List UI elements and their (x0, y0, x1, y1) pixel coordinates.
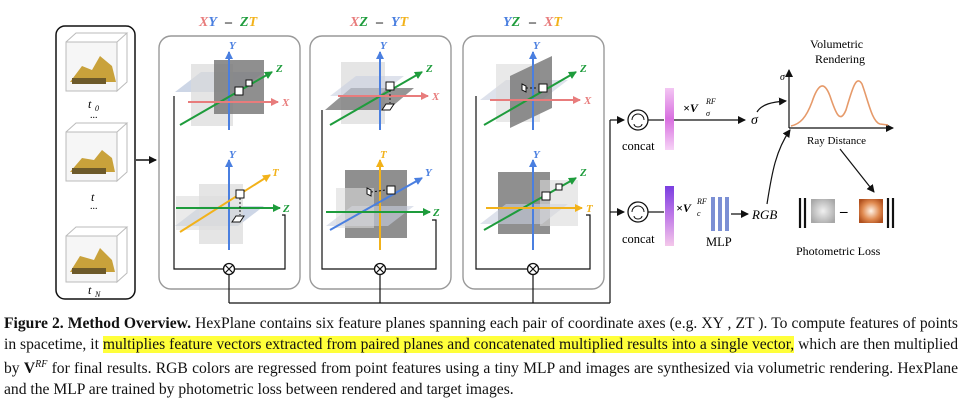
frame-label-tN: t (88, 283, 92, 297)
panel-xz-yt: XZ – YT (309, 15, 452, 303)
photometric-loss-label: Photometric Loss (796, 244, 881, 258)
rgb-output: RGB (751, 207, 777, 222)
p1-bot-t-label: T (272, 167, 280, 179)
loss-minus: – (839, 204, 848, 220)
p2-bot-y-label: Y (425, 167, 433, 179)
p2-top-x-label: X (431, 91, 440, 103)
sigma-feature-vector (665, 88, 674, 150)
p3-bot-y-label: Y (533, 149, 541, 161)
p1-bot-y-label: Y (229, 149, 237, 161)
p3-top-x-label: X (583, 95, 592, 107)
p3-top-z-label: Z (579, 63, 587, 75)
mlp-block (711, 197, 729, 231)
panel-3-title-minus: – (528, 15, 537, 30)
color-feature-vector (665, 186, 674, 246)
svg-text:ZT: ZT (239, 15, 259, 30)
caption-figure-label: Figure 2. (4, 315, 64, 332)
render-xlabel: Ray Distance (807, 135, 866, 147)
frame-dots-1: ... (90, 110, 98, 121)
volumetric-rendering-plot (785, 69, 894, 132)
concat-label-color: concat (622, 232, 655, 246)
concat-node-sigma (627, 109, 649, 131)
p2-top-z-label: Z (425, 63, 433, 75)
panel-xy-zt: XY – ZT (158, 15, 301, 303)
frame-label-t0: t (88, 97, 92, 111)
frame-dots-2: ... (90, 201, 98, 212)
times-v-c-sub: c (697, 209, 701, 218)
svg-text:XT: XT (543, 15, 563, 30)
times-v-sigma-sup: RF (705, 97, 716, 106)
frame-label-t: t (91, 190, 95, 204)
frame-t (65, 122, 129, 183)
p2-bot-z-label: Z (432, 207, 440, 219)
caption-title: Method Overview. (67, 315, 191, 332)
render-title-2: Rendering (815, 52, 865, 66)
p2-bot-t-label: T (380, 149, 388, 161)
panel-yz-xt: YZ – XT (462, 15, 605, 303)
svg-text:YT: YT (391, 15, 410, 30)
p1-bot-z-label: Z (282, 203, 290, 215)
frame-stack-box (55, 25, 136, 300)
p1-top-x-label: X (281, 97, 290, 109)
panel-1-title-minus: – (224, 15, 233, 30)
photometric-loss-block (798, 198, 895, 228)
frame-tN (65, 226, 129, 284)
caption-text-part1: HexPlane contains six feature planes spa… (4, 315, 958, 353)
caption-vrf: V (23, 360, 36, 378)
caption-text-part3: for final results. RGB colors are regres… (4, 360, 958, 398)
frame-label-t0-sub: 0 (95, 104, 99, 113)
times-v-c-sup: RF (696, 197, 707, 206)
panel-2-title-minus: – (375, 15, 384, 30)
concat-node-color (627, 201, 649, 223)
p3-top-y-label: Y (533, 40, 541, 52)
method-overview-figure: t 0 ... t ... t N XY – ZT (55, 15, 895, 304)
p1-top-z-label: Z (275, 63, 283, 75)
feature-bus (229, 116, 625, 304)
render-title-1: Volumetric (810, 37, 863, 51)
times-v-sigma: ×V (683, 101, 699, 115)
p3-bot-t-label: T (586, 203, 594, 215)
svg-text:XZ: XZ (349, 15, 368, 30)
mlp-label: MLP (706, 235, 732, 249)
figure-caption: Figure 2. Method Overview. HexPlane cont… (4, 314, 958, 400)
times-v-c: ×V (676, 201, 692, 215)
sigma-output: σ (751, 113, 759, 128)
render-ylabel: σ (780, 72, 786, 83)
svg-text:XY: XY (198, 15, 218, 30)
p3-bot-z-label: Z (579, 167, 587, 179)
frame-label-tN-sub: N (94, 290, 101, 299)
frame-t0 (65, 32, 129, 93)
concat-label-sigma: concat (622, 139, 655, 153)
caption-text-part2: which are then multiplied by (4, 335, 959, 378)
caption-vrf-sup: RF (35, 359, 48, 370)
p2-top-y-label: Y (380, 40, 388, 52)
times-v-sigma-sub: σ (706, 109, 711, 118)
svg-text:YZ: YZ (503, 15, 521, 30)
caption-highlight: multiplies feature vectors extracted fro… (102, 335, 795, 353)
p1-top-y-label: Y (229, 40, 237, 52)
